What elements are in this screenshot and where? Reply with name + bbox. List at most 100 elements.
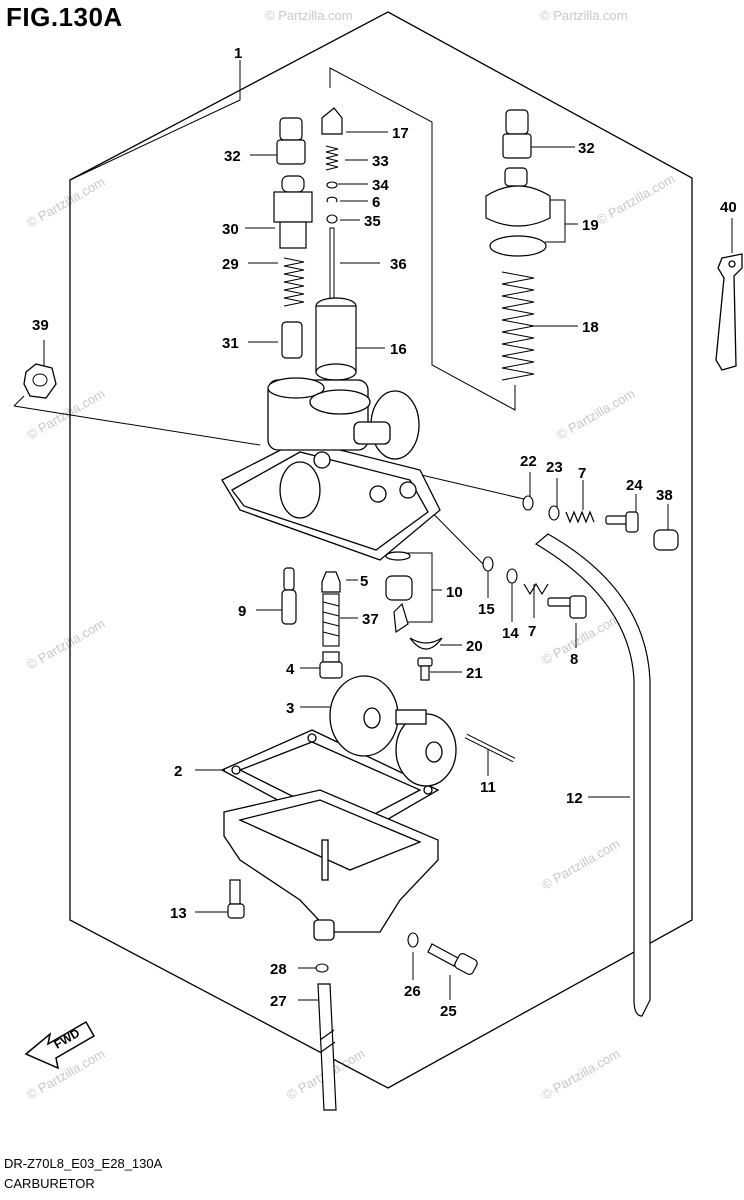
part-37-needle-jet: [322, 593, 340, 647]
part-3-float: [329, 675, 457, 787]
part-32-cap-right: [502, 109, 532, 159]
callout-8: 8: [570, 651, 578, 668]
callout-10: 10: [446, 584, 463, 601]
group-bracket-lines: [13, 67, 529, 566]
part-32-cap-left: [276, 117, 306, 165]
carburetor-body: [221, 377, 441, 561]
callout-39: 39: [32, 317, 49, 334]
callout-21: 21: [466, 665, 483, 682]
callout-labels: 1 2 3 4 5 6 7 7 8 9 10 11 12 13 14 15 16…: [32, 45, 737, 1020]
part-4-pilot-jet: [319, 651, 343, 679]
part-14-o-ring: [506, 568, 518, 584]
part-17-needle-clip: [321, 107, 343, 135]
part-21-screw: [417, 657, 433, 681]
callout-16: 16: [390, 341, 407, 358]
callout-20: 20: [466, 638, 483, 655]
callout-25: 25: [440, 1003, 457, 1020]
part-10-float-valve: [385, 551, 413, 634]
callout-27: 27: [270, 993, 287, 1010]
part-38-cap: [653, 529, 679, 551]
assembly-frame: [69, 11, 693, 1089]
part-23-o-ring: [548, 505, 560, 521]
part-40-bracket: [715, 253, 743, 371]
callout-34: 34: [372, 177, 389, 194]
callout-32-left: 32: [224, 148, 241, 165]
callout-12: 12: [566, 790, 583, 807]
diagram-caption: CARBURETOR: [4, 1176, 95, 1191]
part-19-top-cap: [485, 167, 551, 257]
callout-18: 18: [582, 319, 599, 336]
part-29-spring: [283, 257, 305, 307]
part-13-screw: [227, 879, 245, 919]
leader-lines: [43, 60, 733, 1001]
watermark: © Partzilla.com: [24, 616, 107, 673]
callout-30: 30: [222, 221, 239, 238]
part-16-throttle-valve: [315, 297, 357, 381]
part-18-spring: [501, 271, 535, 381]
watermark: © Partzilla.com: [539, 1046, 622, 1103]
callout-33: 33: [372, 153, 389, 170]
part-28-clip: [315, 963, 329, 973]
callout-5: 5: [360, 573, 368, 590]
callout-1: 1: [234, 45, 242, 62]
callout-31: 31: [222, 335, 239, 352]
callout-7a: 7: [578, 465, 586, 482]
callout-23: 23: [546, 459, 563, 476]
part-7-spring-b: [523, 582, 549, 596]
part-15-washer: [482, 556, 494, 572]
part-8-idle-screw: [547, 595, 587, 619]
callout-6: 6: [372, 194, 380, 211]
float-bowl: [223, 789, 439, 941]
part-31-plunger: [281, 321, 303, 359]
callout-26: 26: [404, 983, 421, 1000]
callout-40: 40: [720, 199, 737, 216]
watermark: © Partzilla.com: [24, 174, 107, 231]
part-35-washer: [326, 214, 338, 224]
part-36-jet-needle: [329, 227, 335, 309]
part-22-washer: [522, 495, 534, 511]
watermark: © Partzilla.com: [554, 386, 637, 443]
part-9-pilot-screw: [281, 567, 297, 625]
callout-11: 11: [480, 779, 496, 796]
callout-36: 36: [390, 256, 407, 273]
part-6-clip: [326, 196, 338, 203]
callout-29: 29: [222, 256, 239, 273]
callout-37: 37: [362, 611, 379, 628]
callout-15: 15: [478, 601, 495, 618]
part-24-screw: [605, 511, 639, 533]
callout-2: 2: [174, 763, 182, 780]
callout-17: 17: [392, 125, 409, 142]
watermark: © Partzilla.com: [594, 171, 677, 228]
part-30-starter-plunger: [273, 175, 313, 249]
part-27-drain-tube: [317, 983, 337, 1111]
part-33-spring: [325, 145, 339, 171]
watermark: © Partzilla.com: [265, 8, 353, 23]
callout-13: 13: [170, 905, 187, 922]
part-7-spring-a: [565, 510, 595, 524]
watermark: © Partzilla.com: [539, 836, 622, 893]
callout-38: 38: [656, 487, 673, 504]
callout-14: 14: [502, 625, 519, 642]
watermark: © Partzilla.com: [540, 8, 628, 23]
callout-24: 24: [626, 477, 643, 494]
callout-22: 22: [520, 453, 537, 470]
part-39-nut: [23, 363, 57, 399]
part-25-drain-screw: [427, 943, 478, 975]
callout-19: 19: [582, 217, 599, 234]
diagram-code: DR-Z70L8_E03_E28_130A: [4, 1156, 163, 1171]
callout-28: 28: [270, 961, 287, 978]
callout-35: 35: [364, 213, 381, 230]
callout-32-right: 32: [578, 140, 595, 157]
callout-9: 9: [238, 603, 246, 620]
part-34-washer: [326, 181, 338, 189]
callout-3: 3: [286, 700, 294, 717]
watermark: © Partzilla.com: [539, 611, 622, 668]
callout-4: 4: [286, 661, 295, 678]
part-26-washer: [407, 932, 419, 948]
part-20-clip: [409, 637, 443, 650]
part-12-overflow-tube: [534, 533, 651, 1017]
part-5-main-jet: [321, 571, 341, 593]
callout-7b: 7: [528, 623, 536, 640]
figure-title: FIG.130A: [6, 2, 123, 32]
